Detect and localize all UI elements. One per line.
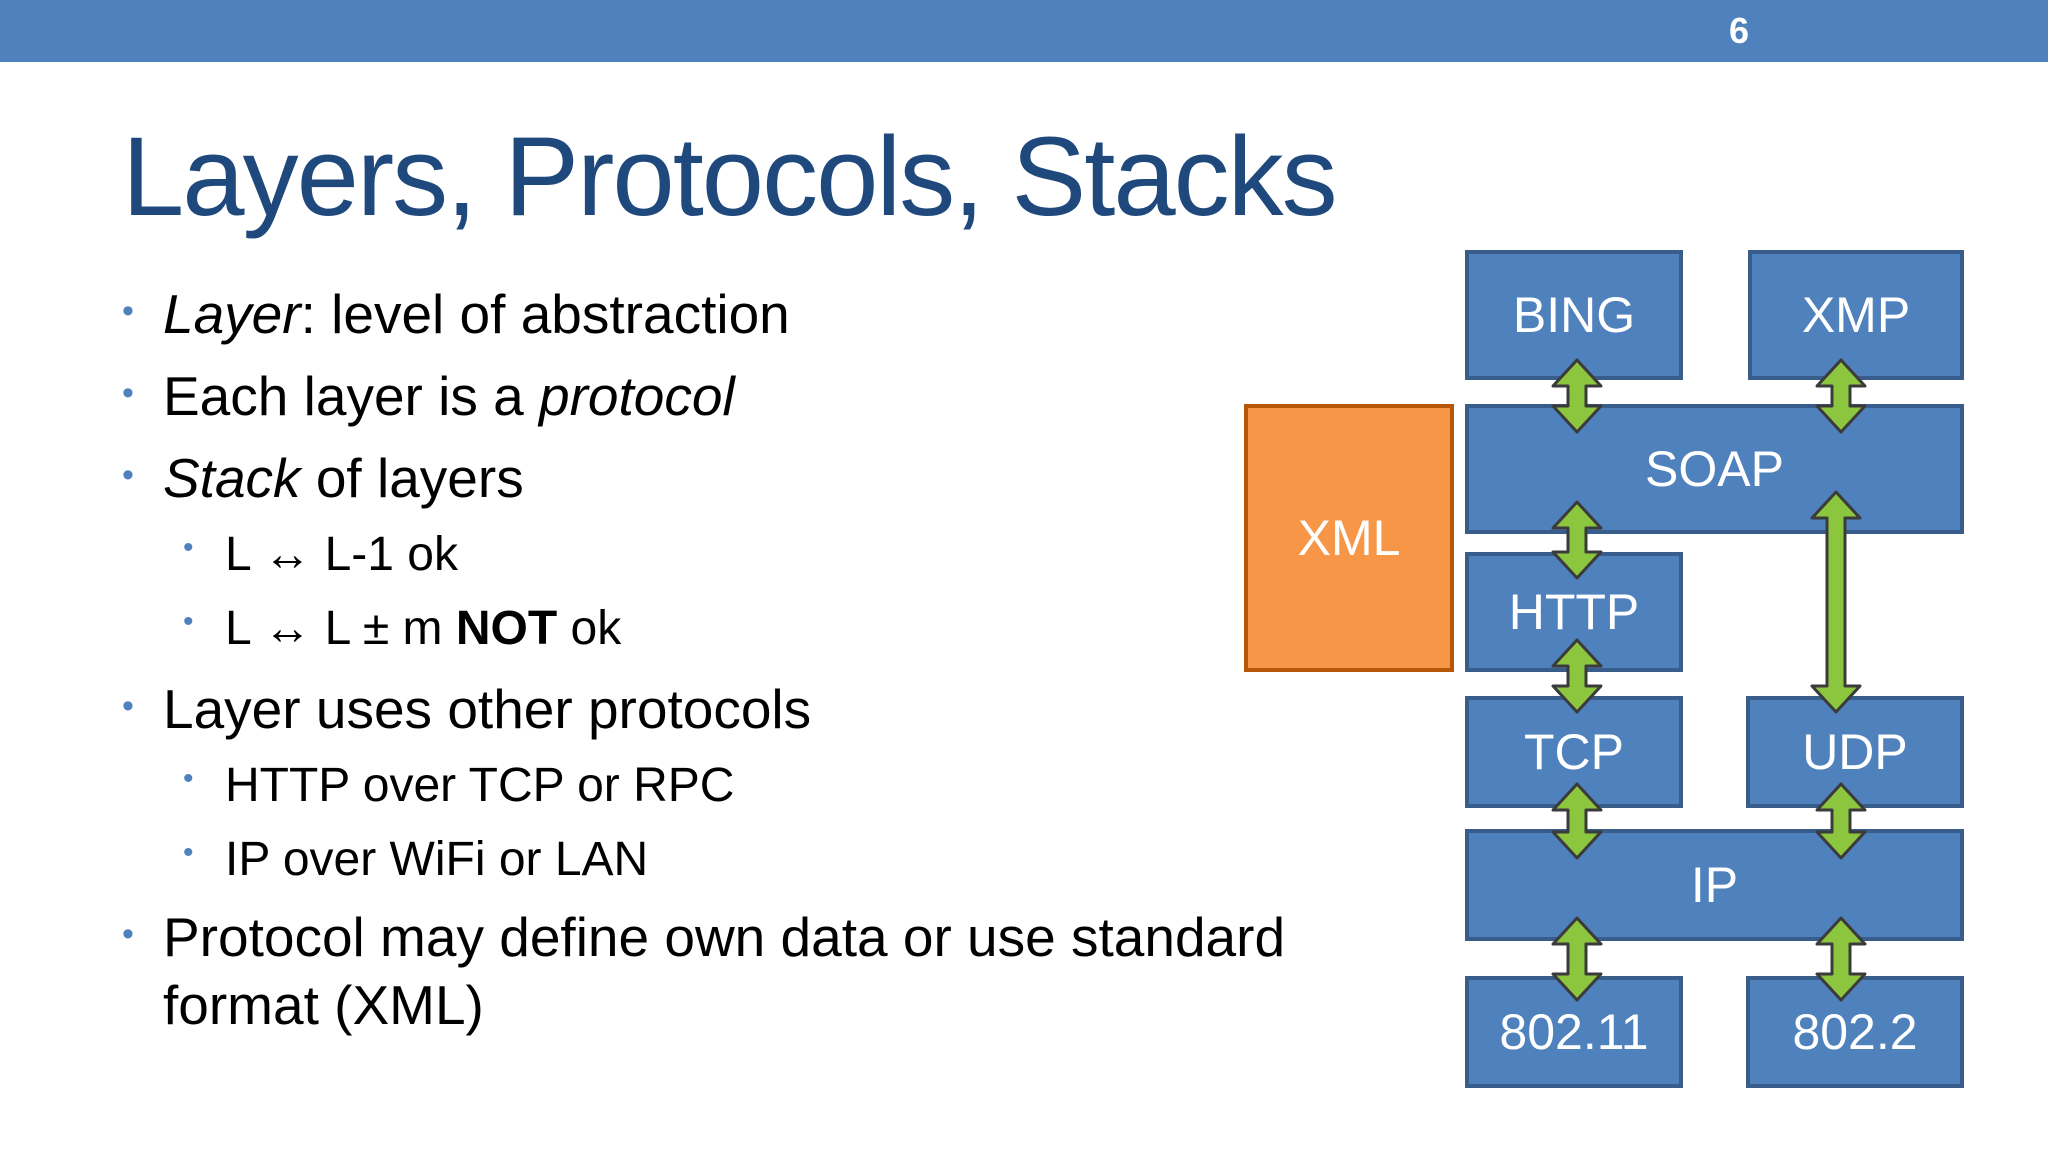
bullet-stack: Stack of layers: [163, 445, 524, 511]
bullet-list: • Layer: level of abstraction • Each lay…: [122, 281, 1286, 1036]
box-xmp: XMP: [1748, 250, 1964, 380]
sub-bullet-dot: •: [183, 762, 194, 795]
bullet-layer-definition: Layer: level of abstraction: [163, 281, 790, 347]
sub-bullet-skip-not-ok: L ↔ L ± m NOT ok: [225, 599, 621, 659]
bullet-protocol-data-line1: Protocol may define own data or use stan…: [163, 906, 1286, 968]
bullet-each-layer: Each layer is a protocol: [163, 363, 735, 429]
sub-bullet-adjacent-ok: L ↔ L-1 ok: [225, 528, 458, 581]
bullet-dot: •: [122, 292, 134, 330]
bullet-text: ok: [557, 602, 622, 655]
box-802-11: 802.11: [1465, 976, 1683, 1088]
box-ip: IP: [1465, 829, 1964, 941]
box-http: HTTP: [1465, 552, 1683, 672]
box-udp: UDP: [1746, 696, 1964, 808]
bullet-uses-other-protocols: Layer uses other protocols: [163, 678, 812, 740]
box-bing: BING: [1465, 250, 1683, 380]
sub-bullet-http-over-tcp: HTTP over TCP or RPC: [225, 759, 735, 812]
box-xml: XML: [1244, 404, 1454, 672]
sub-bullet-ip-over-wifi: IP over WiFi or LAN: [225, 833, 649, 886]
bullet-emphasis: NOT: [455, 602, 558, 655]
bullet-text: L ↔ L ± m: [225, 602, 456, 655]
bullet-dot: •: [122, 687, 134, 725]
bullet-dot: •: [122, 456, 134, 494]
sub-bullet-dot: •: [183, 836, 194, 869]
sub-bullet-dot: •: [183, 605, 194, 638]
bullet-text: of layers: [300, 447, 524, 509]
box-802-2: 802.2: [1746, 976, 1964, 1088]
bullet-term: protocol: [539, 365, 735, 427]
slide-number: 6: [1728, 10, 1750, 51]
box-tcp: TCP: [1465, 696, 1683, 808]
bullet-term: Layer: [163, 283, 301, 345]
bullet-term: Stack: [163, 447, 301, 509]
bullet-text: : level of abstraction: [300, 283, 790, 345]
bullet-protocol-data-line2: format (XML): [163, 974, 484, 1036]
slide-title: Layers, Protocols, Stacks: [122, 114, 1338, 239]
bullet-text: Each layer is a: [163, 365, 540, 427]
bullet-dot: •: [122, 915, 134, 953]
bullet-dot: •: [122, 374, 134, 412]
header-bar: 6: [0, 0, 2048, 62]
box-soap: SOAP: [1465, 404, 1964, 534]
sub-bullet-dot: •: [183, 531, 194, 564]
